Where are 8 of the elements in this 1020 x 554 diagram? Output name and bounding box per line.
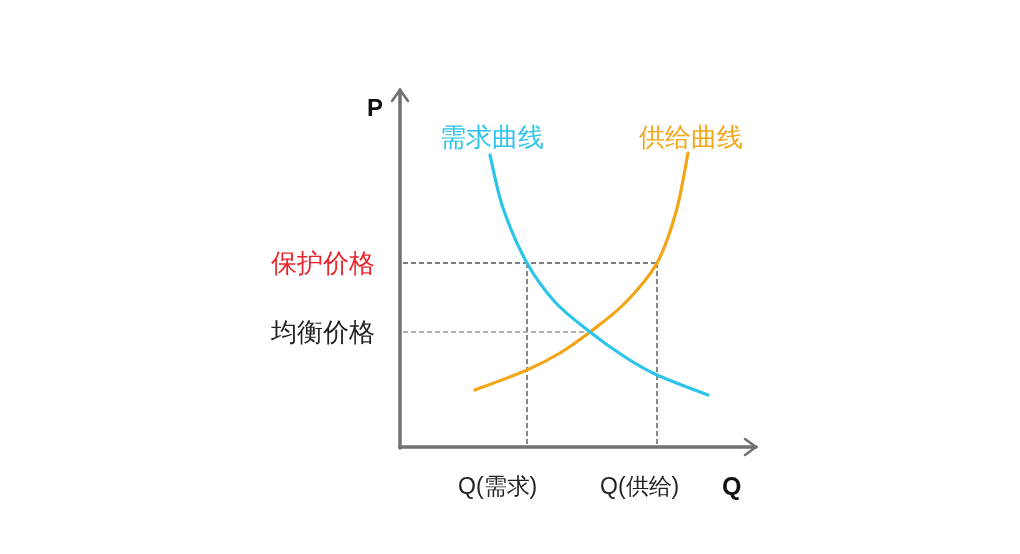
quantity-label: Q(需求) <box>458 475 538 498</box>
axis-label: Q <box>722 474 742 499</box>
axis-label: P <box>367 96 383 120</box>
quantity-label: Q(供给) <box>600 475 680 498</box>
curve-label: 供给曲线 <box>639 124 743 150</box>
price-label: 保护价格 <box>271 250 375 276</box>
price-label: 均衡价格 <box>271 319 375 345</box>
curve-label: 需求曲线 <box>440 124 544 150</box>
